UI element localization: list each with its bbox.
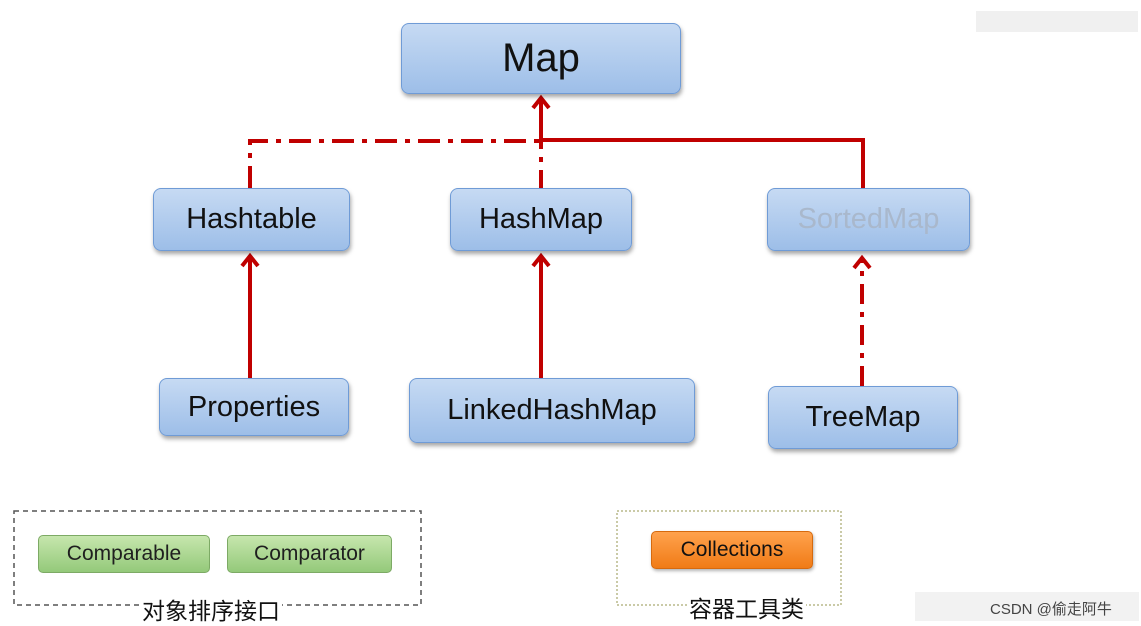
top-right-blur	[976, 11, 1138, 32]
treemap-node: TreeMap	[768, 386, 958, 449]
hashmap-arrowhead	[531, 252, 551, 268]
map-arrowhead	[531, 94, 551, 110]
hashtable-to-map-line	[248, 139, 541, 188]
properties-node: Properties	[159, 378, 349, 436]
sorting-group-label: 对象排序接口	[140, 592, 282, 626]
comparator-chip: Comparator	[227, 535, 392, 573]
hashmap-node: HashMap	[450, 188, 632, 251]
linkedhashmap-node: LinkedHashMap	[409, 378, 695, 443]
hashtable-node: Hashtable	[153, 188, 350, 251]
hashtable-arrowhead	[240, 252, 260, 268]
bottom-right-blur	[915, 592, 1139, 621]
map-node: Map	[401, 23, 681, 94]
csdn-watermark: CSDN @偷走阿牛	[990, 601, 1112, 618]
collections-chip: Collections	[651, 531, 813, 569]
sortedmap-arrowhead	[852, 254, 872, 270]
tools-group-label: 容器工具类	[687, 590, 806, 624]
comparable-chip: Comparable	[38, 535, 210, 573]
sortedmap-node: SortedMap	[767, 188, 970, 251]
sortedmap-to-map-line	[539, 98, 865, 188]
